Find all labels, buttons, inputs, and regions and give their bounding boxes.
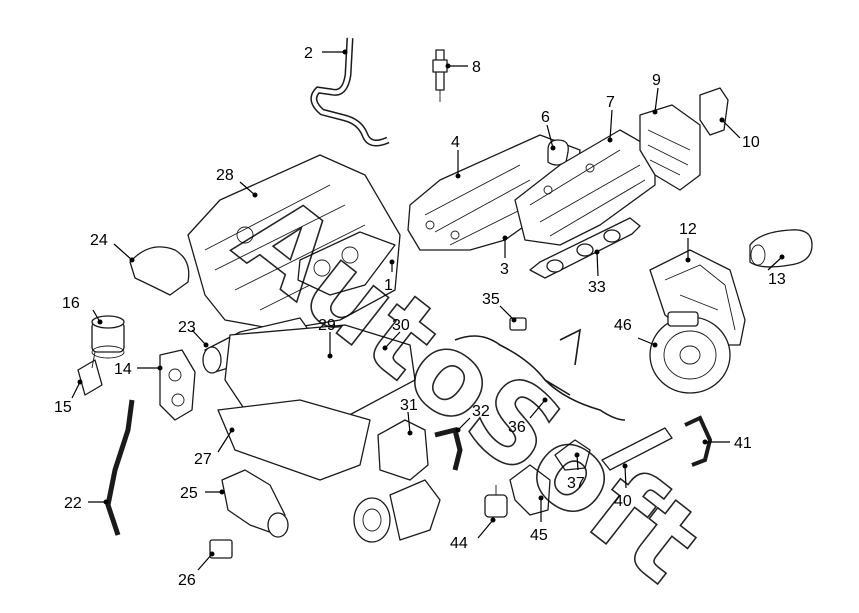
callout-27: 27: [194, 451, 212, 468]
callout-4: 4: [451, 134, 460, 151]
callout-labels: 2 8 4 6 7 9 10 12 13 14 15 16 22 23 24 2…: [54, 45, 786, 589]
callout-2: 2: [304, 45, 313, 62]
callout-13: 13: [768, 271, 786, 288]
callout-14: 14: [114, 361, 132, 378]
part-mount-44: [484, 485, 508, 518]
callout-12: 12: [679, 221, 697, 238]
callout-23: 23: [178, 319, 196, 336]
callout-35: 35: [482, 291, 500, 308]
part-shapes: [77, 37, 813, 559]
part-fuel-rail-40: [601, 427, 673, 471]
callout-37: 37: [567, 475, 585, 492]
part-water-pump-24: [129, 246, 190, 296]
part-glow-plug-8: [432, 49, 448, 102]
leader-lines: [71, 49, 785, 571]
callout-41: 41: [734, 435, 752, 452]
callout-3: 3: [500, 261, 509, 278]
part-pipe-32: [434, 426, 463, 471]
callout-15: 15: [54, 399, 72, 416]
part-timing-cover-9: [639, 104, 701, 191]
callout-33: 33: [588, 279, 606, 296]
callout-6: 6: [541, 109, 550, 126]
callout-24: 24: [90, 232, 108, 249]
part-flange-14: [159, 349, 196, 421]
part-pump-31: [377, 419, 429, 481]
part-pulley-assembly: [353, 479, 441, 543]
callout-29: 29: [318, 317, 336, 334]
part-wiring-harness-36: [454, 328, 626, 421]
callout-25: 25: [180, 485, 198, 502]
part-gasket-1: [297, 231, 396, 296]
callout-31: 31: [400, 397, 418, 414]
part-oil-pan-lower-27: [217, 399, 371, 481]
part-oil-filter-16: [91, 315, 125, 359]
callout-40: 40: [614, 493, 632, 510]
callout-22: 22: [64, 495, 82, 512]
callout-10: 10: [742, 134, 760, 151]
callout-36: 36: [508, 419, 526, 436]
callout-16: 16: [62, 295, 80, 312]
callout-8: 8: [472, 59, 481, 76]
part-air-duct-13: [749, 229, 813, 268]
part-bracket-45: [509, 464, 551, 516]
callout-46: 46: [614, 317, 632, 334]
callout-7: 7: [606, 94, 615, 111]
part-bracket-26: [209, 539, 233, 559]
part-oil-pan-upper-30: [224, 324, 416, 421]
callout-26: 26: [178, 572, 196, 589]
callout-9: 9: [652, 72, 661, 89]
callout-1: 1: [384, 277, 393, 294]
part-fuel-line-41: [684, 415, 713, 467]
callout-44: 44: [450, 535, 468, 552]
part-injector-37: [554, 439, 591, 471]
part-filter-bracket-15: [77, 359, 103, 396]
part-alternator-46: [649, 311, 731, 394]
callout-28: 28: [216, 167, 234, 184]
part-dipstick-22: [105, 399, 135, 536]
callout-45: 45: [530, 527, 548, 544]
callout-30: 30: [392, 317, 410, 334]
part-sensor-10: [699, 87, 729, 136]
callout-32: 32: [472, 403, 490, 420]
